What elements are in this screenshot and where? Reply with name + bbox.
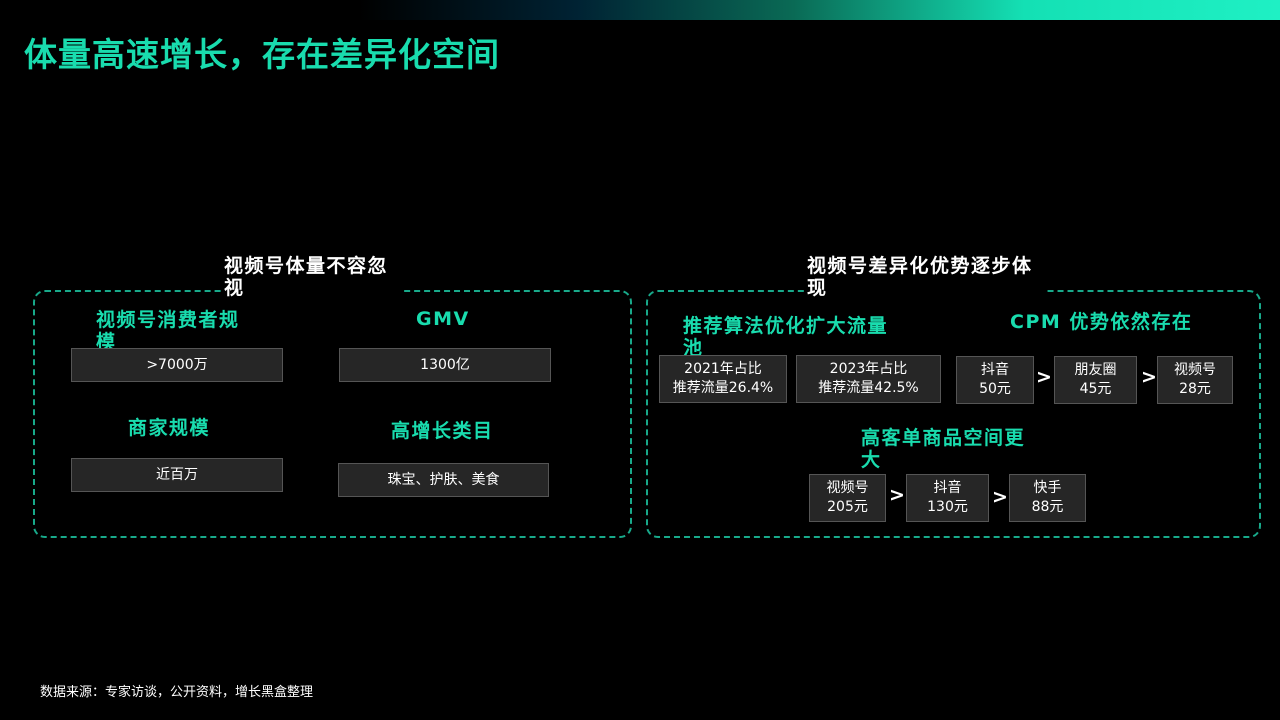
aov-channels-name: 视频号	[826, 480, 869, 496]
high-growth-category-label: 高增长类目	[391, 420, 494, 442]
aov-kuaishou-name: 快手	[1033, 480, 1062, 496]
cpm-moments-box: 朋友圈 45元	[1054, 356, 1137, 404]
cpm-douyin-box: 抖音 50元	[956, 356, 1034, 404]
cpm-douyin-name: 抖音	[981, 362, 1009, 378]
traffic-2021-line1: 2021年占比	[684, 361, 762, 377]
merchant-scale-value: 近百万	[71, 458, 283, 492]
aov-channels-box: 视频号 205元	[809, 474, 886, 522]
traffic-2023-box: 2023年占比 推荐流量42.5%	[796, 355, 941, 403]
data-source-note: 数据来源：专家访谈，公开资料，增长黑盒整理	[40, 685, 314, 700]
gmv-label: GMV	[416, 308, 470, 330]
cpm-douyin-value: 50元	[979, 381, 1011, 397]
gmv-value: 1300亿	[339, 348, 551, 382]
aov-douyin-name: 抖音	[933, 480, 962, 496]
left-panel-title: 视频号体量不容忽视	[224, 255, 402, 299]
traffic-2021-line2: 推荐流量26.4%	[672, 380, 774, 396]
cpm-channels-name: 视频号	[1174, 362, 1216, 378]
cpm-greater-than-2: >	[1141, 366, 1157, 388]
cpm-moments-value: 45元	[1079, 381, 1112, 397]
right-panel-title: 视频号差异化优势逐步体现	[807, 255, 1047, 299]
traffic-pool-label: 推荐算法优化扩大流量池	[683, 315, 889, 359]
traffic-2021-box: 2021年占比 推荐流量26.4%	[659, 355, 787, 403]
cpm-greater-than-1: >	[1036, 366, 1052, 388]
consumer-scale-value-text: >7000万	[146, 356, 208, 373]
cpm-channels-value: 28元	[1179, 381, 1211, 397]
aov-greater-than-1: >	[889, 484, 905, 506]
top-gradient-bar	[0, 0, 1280, 20]
gmv-value-text: 1300亿	[420, 356, 470, 373]
aov-kuaishou-value: 88元	[1031, 499, 1064, 515]
aov-douyin-box: 抖音 130元	[906, 474, 989, 522]
high-growth-category-value: 珠宝、护肤、美食	[338, 463, 549, 497]
aov-channels-value: 205元	[827, 499, 868, 515]
cpm-channels-box: 视频号 28元	[1157, 356, 1233, 404]
cpm-label: CPM 优势依然存在	[1010, 311, 1193, 333]
consumer-scale-value: >7000万	[71, 348, 283, 382]
aov-douyin-value: 130元	[927, 499, 968, 515]
traffic-2023-line1: 2023年占比	[829, 361, 908, 377]
cpm-moments-name: 朋友圈	[1074, 362, 1117, 378]
high-growth-category-value-text: 珠宝、护肤、美食	[387, 471, 500, 488]
merchant-scale-value-text: 近百万	[156, 466, 198, 483]
traffic-2023-line2: 推荐流量42.5%	[818, 380, 919, 396]
page-title: 体量高速增长，存在差异化空间	[24, 35, 500, 74]
aov-label: 高客单商品空间更大	[861, 427, 1026, 471]
aov-kuaishou-box: 快手 88元	[1009, 474, 1086, 522]
merchant-scale-label: 商家规模	[128, 417, 211, 439]
consumer-scale-label: 视频号消费者规模	[96, 309, 240, 353]
aov-greater-than-2: >	[992, 486, 1008, 508]
